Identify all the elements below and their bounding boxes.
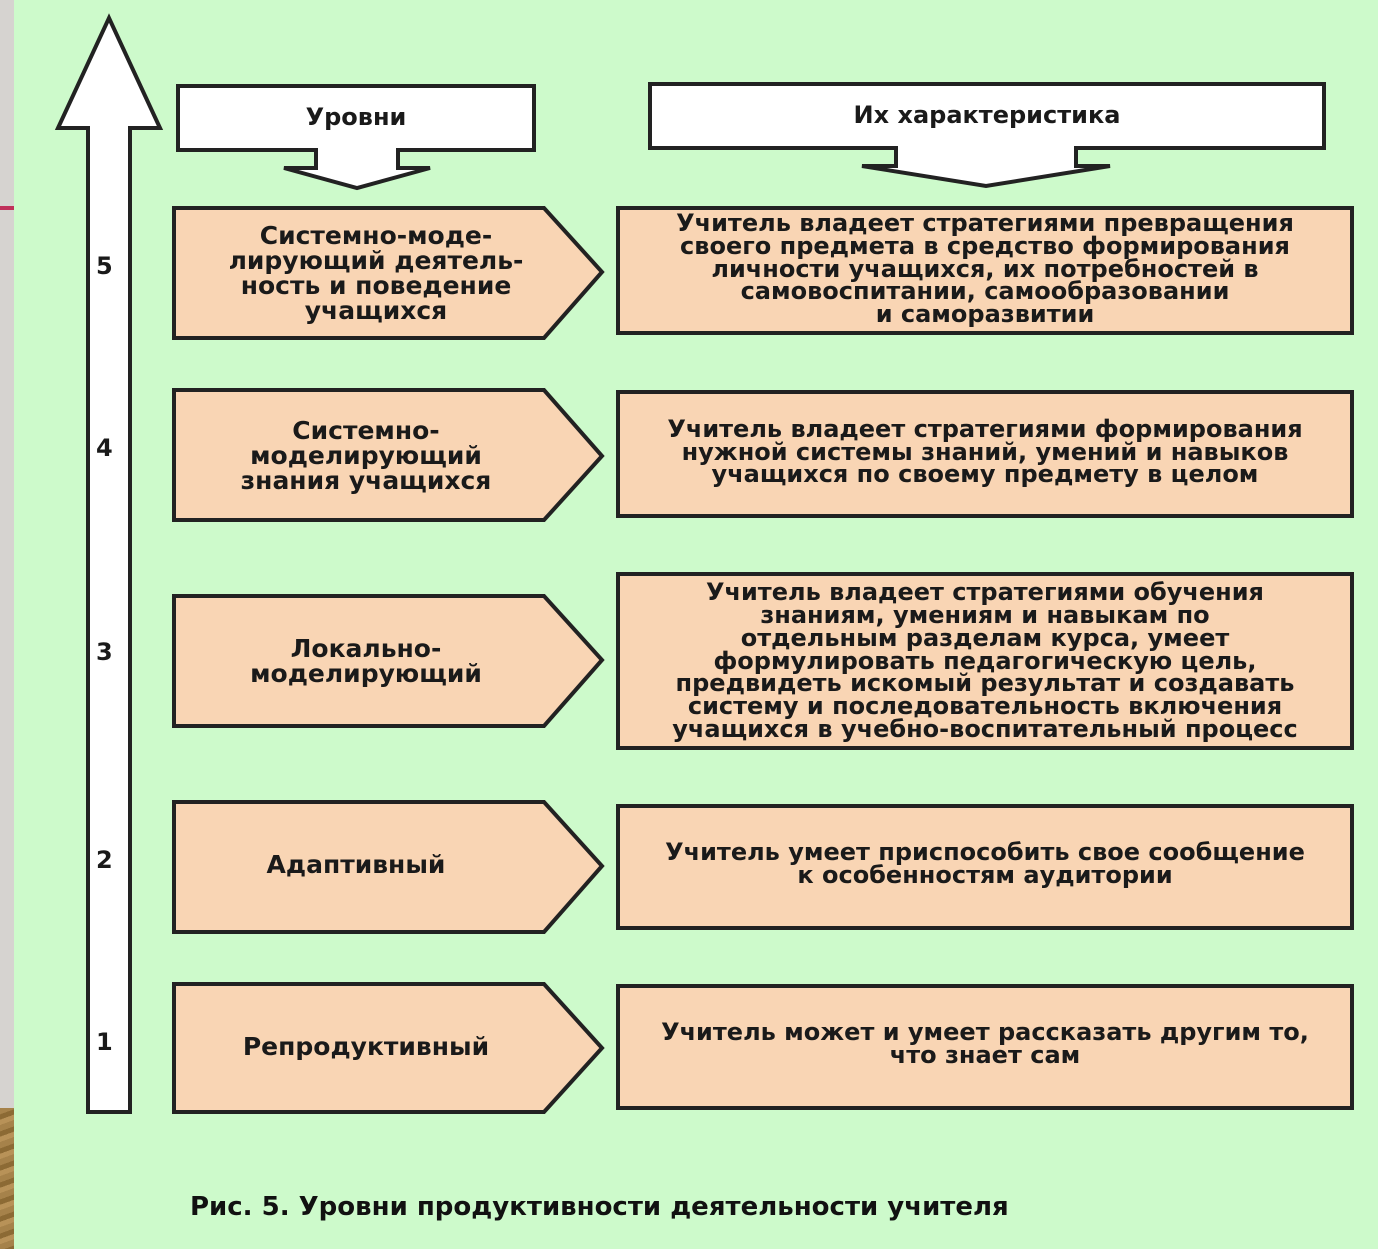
level-4-shape [172,388,605,522]
level-4-description: Учитель владеет стратегиями формирования… [667,414,1303,489]
header-levels-label: Уровни [305,103,407,131]
level-5-shape [172,206,605,340]
level-1-description: Учитель может и умеет рассказать другим … [661,1018,1309,1069]
level-5-description: Учитель владеет стратегиями превращения … [676,209,1294,329]
level-2-name: Адаптивный [266,849,446,879]
vertical-up-arrow [54,13,164,1114]
level-2-shape [172,800,605,934]
header-characteristics-label: Их характеристика [853,101,1121,129]
desc-3-box [616,572,1354,750]
level-3-shape [172,594,605,728]
level-2-number: 2 [96,846,113,874]
desc-5-box [616,206,1354,335]
header-levels-callout [176,84,536,191]
desc-1-box [616,984,1354,1110]
level-4-name: Системно- моделирующий знания учащихся [240,415,492,495]
slide-side-strip [0,0,14,1249]
level-4-number: 4 [96,434,113,462]
header-characteristics-callout [648,82,1326,189]
slide-wood-texture [0,1108,14,1249]
level-5-name: Системно-моде- лирующий деятель- ность и… [228,221,524,325]
level-3-name: Локально- моделирующий [250,634,482,688]
level-1-name: Репродуктивный [242,1031,490,1061]
desc-4-box [616,390,1354,518]
level-3-description: Учитель владеет стратегиями обучения зна… [672,578,1298,743]
desc-2-box [616,804,1354,930]
level-1-number: 1 [96,1028,113,1056]
figure-caption: Рис. 5. Уровни продуктивности деятельнос… [190,1192,1009,1222]
level-2-description: Учитель умеет приспособить свое сообщени… [665,838,1305,889]
level-3-number: 3 [96,638,113,666]
level-5-number: 5 [96,252,113,280]
slide-accent-line [0,206,14,210]
level-1-shape [172,982,605,1114]
